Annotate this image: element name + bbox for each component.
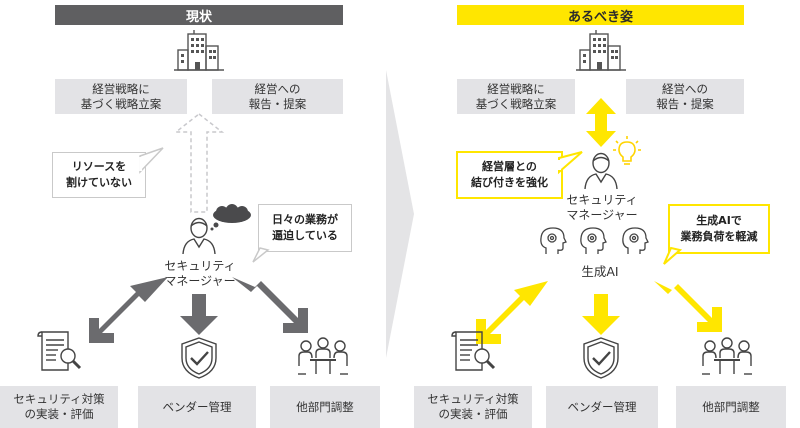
left-bottom-box-1: セキュリティ対策 の実装・評価 (0, 386, 118, 428)
right-manager-label: セキュリティ マネージャー (566, 193, 638, 222)
person-icon (182, 217, 216, 255)
left-report-box: 経営への 報告・提案 (212, 79, 343, 114)
left-bottom-box-2: ベンダー管理 (138, 386, 256, 428)
lightbulb-icon (613, 136, 641, 165)
thought-cloud-icon (210, 204, 251, 231)
right-bottom-box-2: ベンダー管理 (546, 386, 658, 428)
building-icon (576, 30, 626, 71)
right-strategy-box: 経営戦略に 基づく戦略立案 (457, 79, 575, 114)
person-icon (584, 152, 618, 190)
ai-label: 生成AI (581, 264, 619, 279)
right-bubble-link: 経営層との 結び付きを強化 (456, 151, 563, 199)
left-bubble-busy: 日々の業務が 逼迫している (258, 204, 352, 252)
right-bottom-box-1: セキュリティ対策 の実装・評価 (414, 386, 532, 428)
meeting-icon (702, 337, 752, 375)
shield-check-icon (583, 337, 619, 379)
left-manager-label: セキュリティ マネージャー (164, 259, 236, 288)
meeting-icon (298, 337, 348, 375)
left-panel-title: 現状 (55, 5, 343, 25)
document-magnifier-icon (451, 331, 496, 371)
right-report-box: 経営への 報告・提案 (626, 79, 744, 114)
document-magnifier-icon (37, 331, 82, 371)
shield-check-icon (181, 337, 217, 379)
ai-head-icon (580, 227, 607, 254)
left-bottom-box-3: 他部門調整 (270, 386, 380, 428)
right-panel-title: あるべき姿 (457, 5, 744, 25)
left-bubble-resources: リソースを 割けていない (52, 152, 146, 198)
right-bubble-ai: 生成AIで 業務負荷を軽減 (668, 204, 770, 254)
ai-head-icon (540, 227, 567, 254)
ai-head-icon (622, 227, 649, 254)
left-strategy-box: 経営戦略に 基づく戦略立案 (55, 79, 187, 114)
right-bottom-box-3: 他部門調整 (676, 386, 786, 428)
building-icon (174, 30, 224, 71)
